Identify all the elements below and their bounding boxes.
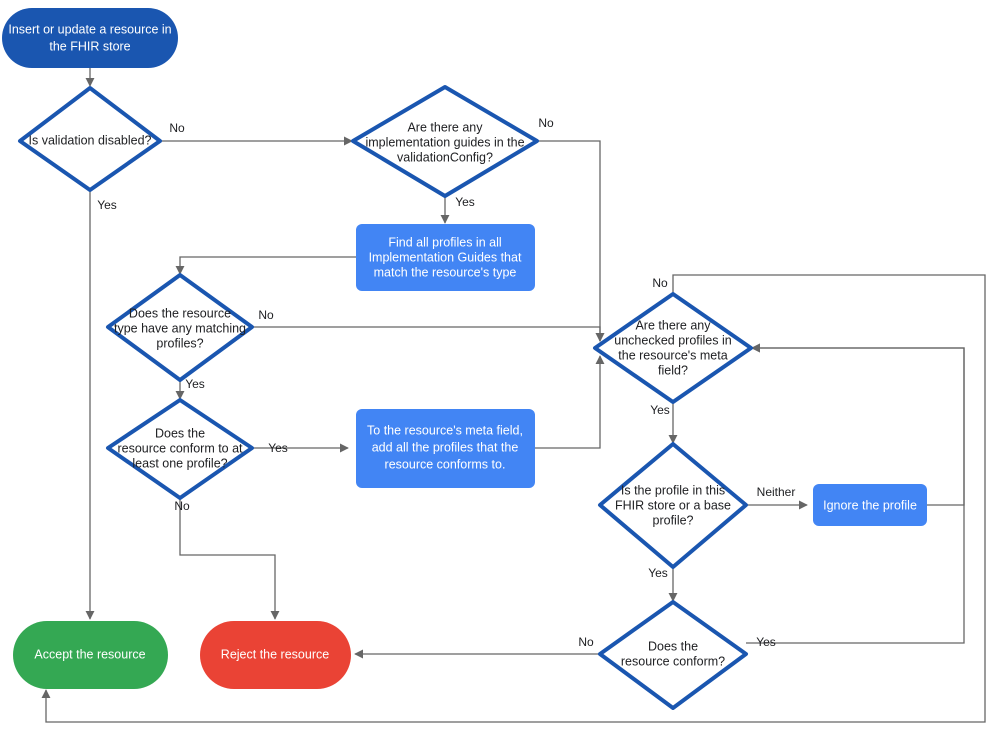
start-shape [2, 8, 178, 68]
unchecked-profiles-label-line-3: the resource's meta [618, 348, 727, 362]
edge-label-matching-no: No [258, 308, 274, 322]
edge-label-unchecked-yes: Yes [650, 403, 670, 417]
matching-profiles-label-line-2: type have any matching [114, 321, 246, 335]
node-accept[interactable]: Accept the resource [13, 621, 168, 689]
add-profiles-meta-shape [356, 409, 535, 488]
node-unchecked-profiles[interactable]: Are there any unchecked profiles in the … [593, 292, 753, 404]
edge-conform-yes-to-unchecked [746, 343, 965, 644]
node-ignore-profile[interactable]: Ignore the profile [813, 484, 927, 526]
edge-ignore-to-unchecked [751, 343, 965, 506]
edge-label-unchecked-no: No [652, 276, 668, 290]
node-resource-conform[interactable]: Does the resource conform? [598, 600, 748, 710]
edge-labels: No Yes No Yes No Yes Yes No No Yes Neith… [97, 116, 795, 649]
conform-one-profile-label-line-2: resource conform to at [117, 441, 243, 455]
edge-add-meta-to-unchecked [535, 355, 605, 449]
conform-one-profile-label-line-1: Does the [155, 426, 205, 440]
start-label-line-2: the FHIR store [49, 39, 130, 53]
node-start[interactable]: Insert or update a resource in the FHIR … [2, 8, 178, 68]
find-profiles-shape [356, 224, 535, 291]
node-validation-disabled[interactable]: Is validation disabled? [18, 86, 162, 192]
node-find-profiles[interactable]: Find all profiles in all Implementation … [356, 224, 535, 291]
node-add-profiles-meta[interactable]: To the resource's meta field, add all th… [356, 409, 535, 488]
add-profiles-meta-label-line-3: resource conforms to. [385, 457, 506, 471]
find-profiles-label-line-3: match the resource's type [374, 265, 517, 279]
edge-matching-no-to-unchecked [252, 326, 605, 342]
validation-disabled-label: Is validation disabled? [29, 133, 152, 147]
reject-label: Reject the resource [221, 647, 329, 661]
edge-label-profile-yes: Yes [648, 566, 668, 580]
resource-conform-label-line-1: Does the [648, 639, 698, 653]
edge-unchecked-no-to-accept [41, 274, 986, 723]
add-profiles-meta-label-line-2: add all the profiles that the [372, 440, 519, 454]
matching-profiles-label-line-3: profiles? [156, 336, 203, 350]
resource-conform-shape [598, 600, 748, 710]
unchecked-profiles-shape [593, 292, 753, 404]
implementation-guides-label-line-1: Are there any [407, 120, 483, 134]
edge-label-validation-no: No [169, 121, 185, 135]
edge-label-matching-yes: Yes [185, 377, 205, 391]
reject-shape [200, 621, 351, 689]
implementation-guides-shape [351, 85, 539, 198]
node-reject[interactable]: Reject the resource [200, 621, 351, 689]
unchecked-profiles-label-line-1: Are there any [635, 318, 711, 332]
connectors [41, 68, 986, 723]
unchecked-profiles-label-line-2: unchecked profiles in [614, 333, 731, 347]
conform-one-profile-shape [106, 398, 254, 500]
ignore-profile-shape [813, 484, 927, 526]
start-label-line-1: Insert or update a resource in [8, 22, 171, 36]
find-profiles-label-line-2: Implementation Guides that [369, 250, 522, 264]
implementation-guides-label-line-3: validationConfig? [397, 150, 493, 164]
edge-label-conform-one-no: No [174, 499, 190, 513]
resource-conform-label-line-2: resource conform? [621, 654, 725, 668]
profile-in-store-shape [598, 442, 748, 569]
edge-label-guides-no: No [538, 116, 554, 130]
matching-profiles-shape [106, 273, 254, 382]
edge-label-profile-neither: Neither [757, 485, 796, 499]
node-profile-in-store[interactable]: Is the profile in this FHIR store or a b… [598, 442, 748, 569]
accept-shape [13, 621, 168, 689]
accept-label: Accept the resource [34, 647, 145, 661]
implementation-guides-label-line-2: implementation guides in the [365, 135, 524, 149]
profile-in-store-label-line-3: profile? [653, 513, 694, 527]
add-profiles-meta-label-line-1: To the resource's meta field, [367, 423, 523, 437]
node-implementation-guides[interactable]: Are there any implementation guides in t… [351, 85, 539, 198]
edge-guides-no-to-unchecked [537, 140, 605, 342]
edge-label-conform-no: No [578, 635, 594, 649]
ignore-profile-label: Ignore the profile [823, 498, 917, 512]
unchecked-profiles-label-line-4: field? [658, 363, 688, 377]
profile-in-store-label-line-2: FHIR store or a base [615, 498, 731, 512]
node-matching-profiles[interactable]: Does the resource type have any matching… [106, 273, 254, 382]
edge-label-validation-yes: Yes [97, 198, 117, 212]
find-profiles-label-line-1: Find all profiles in all [388, 235, 501, 249]
edge-label-guides-yes: Yes [455, 195, 475, 209]
matching-profiles-label-line-1: Does the resource [129, 306, 231, 320]
edge-label-conform-yes: Yes [756, 635, 776, 649]
node-conform-one-profile[interactable]: Does the resource conform to at least on… [106, 398, 254, 500]
validation-disabled-shape [18, 86, 162, 192]
edge-conform-one-no-to-reject [179, 498, 280, 620]
conform-one-profile-label-line-3: least one profile? [132, 456, 227, 470]
edge-label-conform-one-yes: Yes [268, 441, 288, 455]
profile-in-store-label-line-1: Is the profile in this [621, 483, 725, 497]
edge-find-profiles-to-matching [175, 256, 356, 275]
